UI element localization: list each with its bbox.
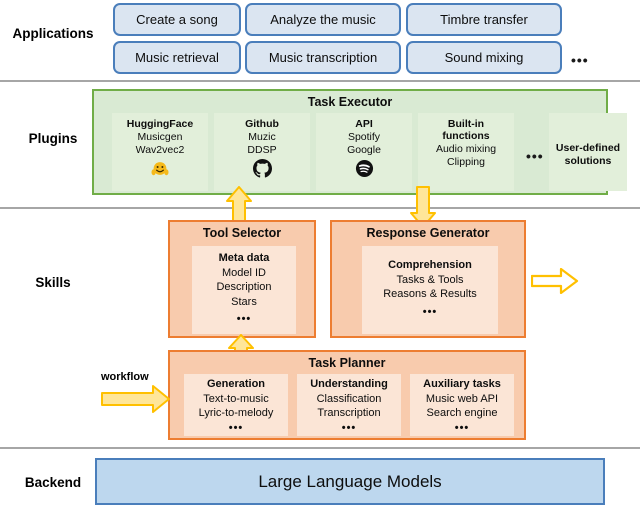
plugin-card-title: Github (245, 118, 279, 130)
app-box-music-retrieval[interactable]: Music retrieval (113, 41, 241, 74)
backend-label: Large Language Models (258, 471, 442, 491)
task-planner-card-understanding[interactable]: Understanding Classification Transcripti… (297, 374, 401, 436)
app-box-label: Analyze the music (270, 12, 376, 27)
plugins-panel-title: Task Executor (307, 95, 393, 109)
response-generator-title: Response Generator (366, 226, 490, 240)
arrow-plugins-to-response-generator (410, 186, 436, 228)
card-title: Generation (206, 378, 266, 390)
card-ellipsis: ••• (236, 313, 252, 325)
plugins-task-executor-panel: Task Executor HuggingFace Musicgen Wav2v… (92, 89, 627, 195)
card-item: Stars (231, 295, 257, 308)
app-box-label: Music transcription (268, 50, 378, 65)
plugins-ellipsis: ••• (526, 148, 544, 164)
app-box-sound-mixing[interactable]: Sound mixing (406, 41, 562, 74)
app-box-label: Music retrieval (135, 50, 219, 65)
plugin-card-item: Spotify (347, 131, 381, 143)
task-planner-card-generation[interactable]: Generation Text-to-music Lyric-to-melody… (184, 374, 288, 436)
card-ellipsis: ••• (341, 421, 357, 434)
github-icon (252, 159, 272, 181)
card-title: Meta data (218, 252, 270, 264)
arrow-response-output (531, 268, 579, 294)
huggingface-icon (150, 159, 170, 182)
task-planner-card-auxiliary-tasks[interactable]: Auxiliary tasks Music web API Search eng… (410, 374, 514, 436)
response-generator-card[interactable]: Comprehension Tasks & Tools Reasons & Re… (362, 246, 498, 334)
card-ellipsis: ••• (228, 421, 244, 434)
app-box-music-transcription[interactable]: Music transcription (245, 41, 401, 74)
row-label-backend: Backend (24, 475, 82, 490)
plugin-card-item: Clipping (447, 156, 485, 168)
card-item: Text-to-music (203, 392, 269, 405)
response-generator-panel: Response Generator Comprehension Tasks &… (330, 220, 526, 338)
row-label-skills: Skills (35, 275, 71, 290)
card-title: Understanding (310, 378, 388, 390)
card-ellipsis: ••• (422, 305, 438, 318)
plugin-card-item: DDSP (247, 144, 277, 156)
app-box-analyze-the-music[interactable]: Analyze the music (245, 3, 401, 36)
plugin-card-title: User-defined solutions (555, 141, 621, 167)
tool-selector-panel: Tool Selector Meta data Model ID Descrip… (168, 220, 316, 338)
backend-llm-box[interactable]: Large Language Models (95, 458, 605, 505)
tool-selector-title: Tool Selector (202, 226, 282, 240)
divider-applications-plugins (0, 80, 640, 82)
app-box-timbre-transfer[interactable]: Timbre transfer (406, 3, 562, 36)
plugin-card-user-defined-solutions[interactable]: User-defined solutions (549, 113, 627, 191)
plugin-card-item: Audio mixing (435, 143, 497, 155)
card-item: Classification (316, 392, 382, 405)
task-planner-title: Task Planner (308, 356, 386, 370)
divider-skills-backend (0, 447, 640, 449)
plugin-card-item: Muzic (248, 131, 276, 143)
divider-plugins-skills (0, 207, 640, 209)
card-item: Lyric-to-melody (198, 407, 274, 419)
card-ellipsis: ••• (454, 421, 470, 434)
card-item: Reasons & Results (383, 288, 477, 300)
app-box-label: Sound mixing (444, 50, 524, 65)
card-item: Search engine (426, 407, 498, 419)
plugin-card-github[interactable]: Github Muzic DDSP (214, 113, 310, 191)
card-item: Transcription (317, 407, 381, 419)
plugin-card-title: HuggingFace (126, 118, 194, 130)
plugin-card-item: Google (347, 144, 381, 156)
plugin-card-huggingface[interactable]: HuggingFace Musicgen Wav2vec2 (112, 113, 208, 191)
arrow-workflow-input (101, 385, 171, 413)
plugin-card-built-in-functions[interactable]: Built-in functions Audio mixing Clipping (418, 113, 514, 191)
row-label-plugins: Plugins (28, 131, 78, 146)
task-planner-panel: Task Planner Generation Text-to-music Ly… (168, 350, 526, 440)
plugin-card-api[interactable]: API Spotify Google (316, 113, 412, 191)
app-box-label: Timbre transfer (440, 12, 528, 27)
card-item: Model ID (221, 266, 267, 279)
card-item: Tasks & Tools (396, 273, 464, 286)
card-item: Music web API (425, 392, 499, 405)
plugin-card-item: Wav2vec2 (135, 144, 185, 156)
card-title: Auxiliary tasks (423, 378, 501, 390)
spotify-icon (355, 159, 374, 181)
row-label-applications: Applications (12, 26, 94, 41)
card-item: Description (216, 281, 272, 293)
app-box-create-a-song[interactable]: Create a song (113, 3, 241, 36)
card-title: Comprehension (388, 259, 472, 271)
app-box-label: Create a song (136, 12, 218, 27)
plugin-card-item: Musicgen (137, 131, 183, 143)
applications-ellipsis: ••• (571, 52, 589, 68)
plugin-card-title: Built-in functions (442, 118, 490, 142)
plugin-card-title: API (355, 118, 373, 130)
tool-selector-card[interactable]: Meta data Model ID Description Stars ••• (192, 246, 296, 334)
workflow-label: workflow (101, 371, 149, 383)
